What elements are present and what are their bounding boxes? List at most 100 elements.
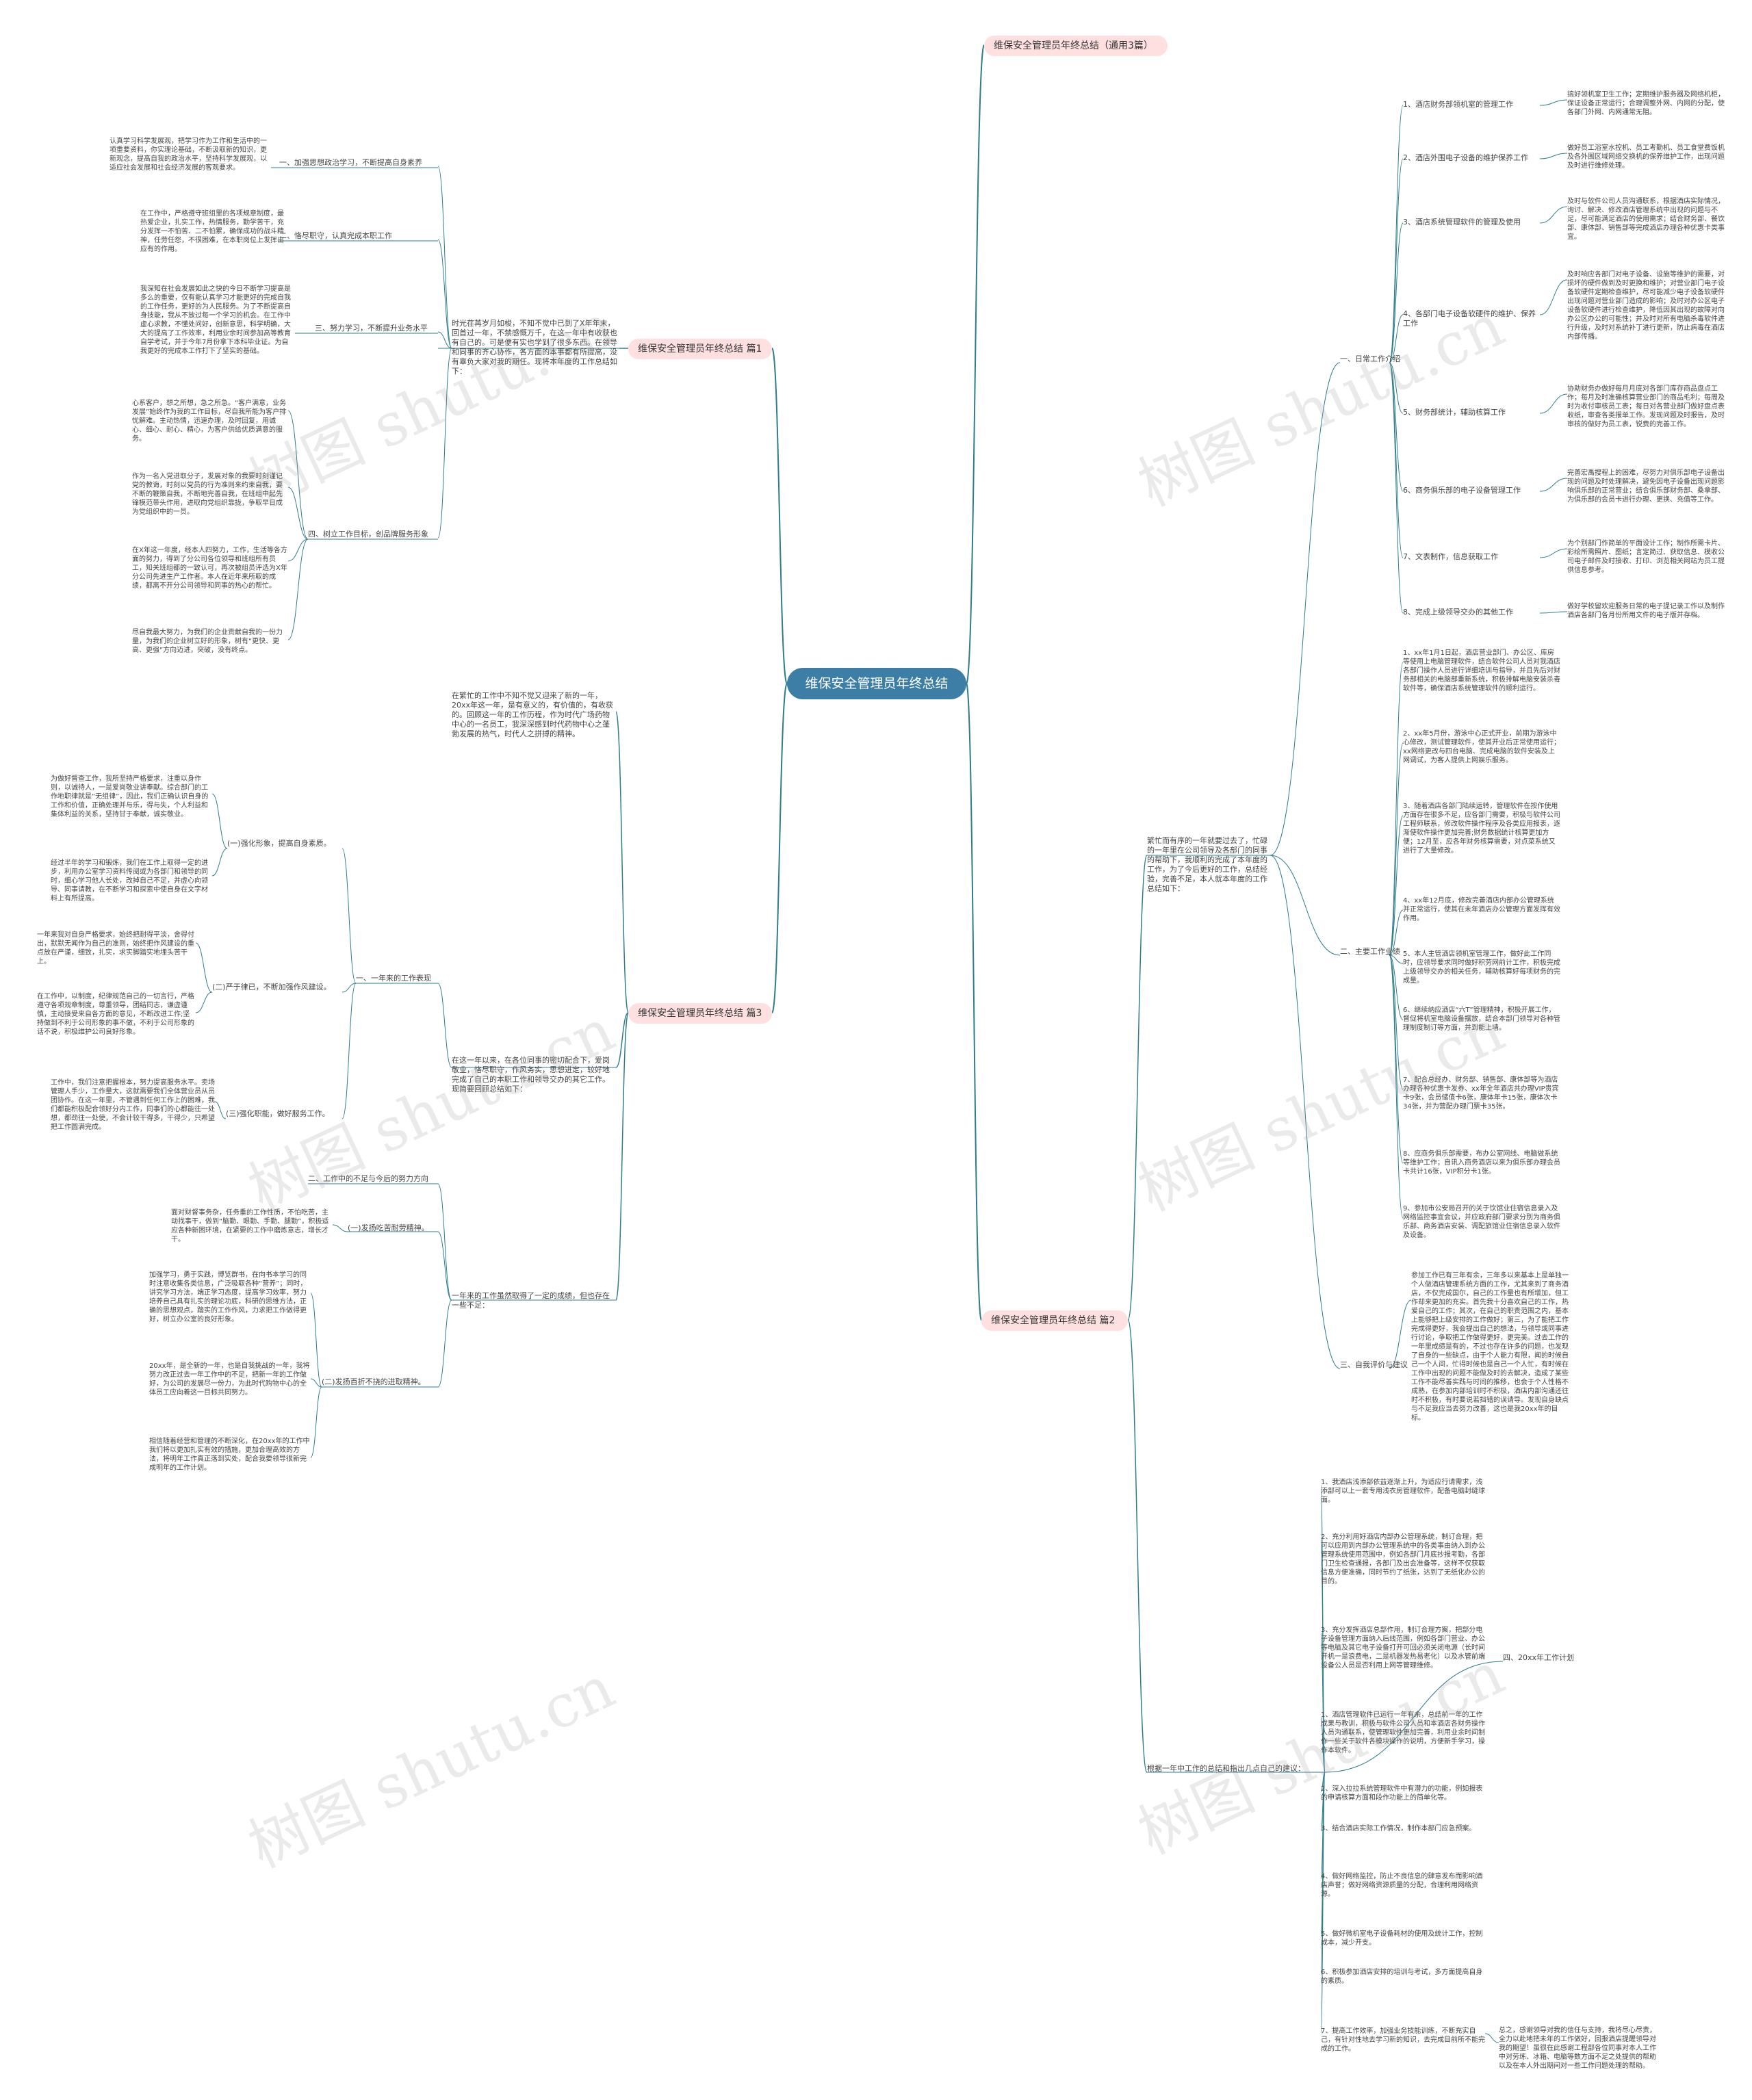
p1-text-3: 我深知在社会发展如此之快的今日不断学习提高是多么的重要，仅有能认真学习才能更好的… <box>140 285 291 355</box>
connector <box>1539 611 1568 614</box>
p2-g4-item: 7、提高工作效率，加强业务技能训练，不断充实自己，有针对性地去学习新的知识，去完… <box>1321 2027 1485 2053</box>
branch-part3[interactable]: 维保安全管理员年终总结 篇3 <box>628 1003 772 1024</box>
p3-item-c[interactable]: (三)强化职能，做好服务工作。 <box>226 1109 330 1118</box>
p1-text-4b: 作为一名入党进取分子，发展对象的我要时刻谨记党的教诲，时刻以党员的行为准则来约束… <box>132 473 283 516</box>
p1-heading-3[interactable]: 三、努力学习，不断提升业务水平 <box>315 324 428 333</box>
p2-group-3[interactable]: 三、自我评价与建议 <box>1340 1360 1408 1369</box>
connector <box>437 1231 452 1301</box>
p3-item-b1: 一年来我对自身严格要求，始终把耐得平淡，舍得付出，默默无闻作为自己的准则，始终把… <box>37 931 194 965</box>
p1-text-link <box>287 539 309 562</box>
p3-item-b[interactable]: (二)严于律已，不断加强作风建设。 <box>212 983 331 991</box>
p2-g1-item[interactable]: 2、酒店外围电子设备的维护保养工作 <box>1403 153 1528 162</box>
connector <box>615 1012 629 1068</box>
connector <box>1539 153 1568 159</box>
p2-g4-item: 6、积极参加酒店安排的培训与考试，多方面提高自身的素质。 <box>1321 1969 1483 1985</box>
p3-item-e2: 20xx年，是全新的一年，也是自我挑战的一年，我将努力改正过去一年工作中的不足，… <box>149 1362 310 1397</box>
p3-item-e[interactable]: (二)发扬百折不挠的进取精神。 <box>322 1377 426 1386</box>
p2-g2-item: 7、配合总经办、财务部、销售部、康体部等为酒店办理各种优惠卡发券、xx年全年酒店… <box>1403 1076 1559 1111</box>
p2-g1-item[interactable]: 3、酒店系统管理软件的管理及使用 <box>1403 218 1521 226</box>
connector <box>1270 855 1341 1369</box>
p3-item-a[interactable]: (一)强化形象，提高自身素质。 <box>227 839 331 848</box>
p1-text-link <box>287 487 309 540</box>
p2-g1-item[interactable]: 4、各部门电子设备软硬件的维护、保养工作 <box>1403 309 1536 328</box>
p3-item-d[interactable]: (一)发扬吃苦耐劳精神。 <box>348 1223 429 1232</box>
connector <box>1389 105 1404 363</box>
root-to-part3 <box>771 683 788 1013</box>
p2-g2-item: 9、参加市公安局召开的关于饮馆业住宿信息录入及网络监控事宜会议，并应政府部门要求… <box>1403 1205 1560 1239</box>
connector <box>437 1183 452 1301</box>
p3-item-e3: 相信随着经营和管理的不断深化，在20xx年的工作中我们将以更加扎实有效的措施，更… <box>149 1438 310 1472</box>
connector <box>310 1386 322 1458</box>
connector <box>1270 855 1341 956</box>
p2-g1-note: 搞好领机室卫生工作；定期维护服务器及网络机柜，保证设备正常运行；合理调整外网、内… <box>1567 91 1725 116</box>
connector <box>1320 1632 1326 1773</box>
connector <box>332 1224 348 1232</box>
p3-item-a1: 为做好督查工作，我所坚持严格要求，注重以身作则，以诚待人，一是爱岗敬业讲奉献。综… <box>51 775 209 818</box>
connector <box>1320 1772 1326 2034</box>
connector <box>195 991 213 1013</box>
connector <box>1389 1299 1412 1369</box>
p2-g1-note: 协助财务办做好每月月底对各部门库存商品盘点工作；每月及时准确核算营业部门的商品毛… <box>1567 385 1725 428</box>
p1-text-4c: 在X年这一年度，经本人四努力，工作，生活等各方面的努力，得到了分公司各位领导和班… <box>132 547 287 590</box>
p2-g1-item[interactable]: 8、完成上级领导交办的其他工作 <box>1403 608 1513 617</box>
connector <box>1389 662 1404 956</box>
connector <box>1324 1661 1504 1773</box>
p2-group-4-intro: 根据一年中工作的总结和指出几点自己的建议： <box>1147 1764 1305 1773</box>
p3-item-e1: 加强学习，勇于实践，博览群书，在向书本学习的同时注意收集各类信息，广泛吸取各种“… <box>149 1271 307 1323</box>
connector <box>437 1299 452 1388</box>
branch-part2[interactable]: 维保安全管理员年终总结 篇2 <box>981 1310 1128 1331</box>
connector <box>1127 855 1148 1321</box>
p2-g1-item[interactable]: 5、财务部统计，辅助核算工作 <box>1403 408 1506 417</box>
connector <box>211 793 228 849</box>
connector <box>1389 955 1404 1219</box>
p2-g2-item: 8、应商务俱乐部需要，布办公室网线、电脑做系统等维护工作；自讯入商务酒店以来为俱… <box>1403 1150 1560 1176</box>
p3-item-a2: 经过半年的学习和锻炼，我们在工作上取得一定的进步，利用办公室学习资料传阅或为各部… <box>51 859 208 903</box>
connector <box>1539 99 1568 106</box>
p2-intro: 繁忙而有序的一年就要过去了，忙碌的一年里在公司领导及各部门的同事的帮助下，我顺利… <box>1147 836 1267 893</box>
p2-g1-item[interactable]: 1、酒店财务部领机室的管理工作 <box>1403 100 1513 109</box>
p3-section-2-text: 一年来的工作虽然取得了一定的成绩，但也存在一些不足： <box>452 1291 610 1310</box>
p3-section-2[interactable]: 二、工作中的不足与今后的努力方向 <box>308 1174 428 1183</box>
connector <box>1539 206 1568 224</box>
p2-g1-note: 做好员工浴室水控机、员工考勤机、员工食堂费饭机及各外围区域网络交换机的保养维护工… <box>1567 144 1725 170</box>
branch-general[interactable]: 维保安全管理员年终总结（通用3篇） <box>984 36 1168 56</box>
branch-part1[interactable]: 维保安全管理员年终总结 篇1 <box>628 339 772 359</box>
p2-g2-item: 2、xx年5月份，游泳中心正式开业，前期为游泳中心修改，测试管理软件，使其开业后… <box>1403 730 1560 764</box>
p1-heading-1[interactable]: 一、加强思想政治学习，不断提高自身素养 <box>279 158 422 167</box>
p2-group-3-text: 参加工作已有三年有余，三年多以来基本上是单独一个人做酒店管理系统方面的工作，尤其… <box>1411 1272 1569 1422</box>
p2-g2-item: 1、xx年1月1日起，酒店营业部门、办公区、库房等使用上电脑管理软件，结合软件公… <box>1403 649 1560 692</box>
connector <box>342 983 357 1119</box>
connector <box>1389 362 1404 492</box>
p3-section-1[interactable]: 一、一年来的工作表现 <box>356 974 431 983</box>
p2-g4-item: 3、结合酒店实际工作情况，制作本部门应急预案。 <box>1321 1825 1476 1832</box>
connector <box>310 1378 322 1388</box>
root-node[interactable]: 维保安全管理员年终总结 <box>787 668 966 699</box>
p1-heading-link <box>437 166 452 349</box>
p2-g1-item[interactable]: 7、文表制作，信息获取工作 <box>1403 552 1498 561</box>
p2-g4-item: 3、充分发挥酒店总部作用，制订合理方案，把部分电子设备管理方面纳入后线范围，例如… <box>1321 1626 1485 1670</box>
p2-g1-note: 及时与软件公司人员沟通联系，根据酒店实际情况，询讨、解决、修改酒店管理系统中出现… <box>1567 198 1725 241</box>
root-to-part2 <box>966 683 982 1321</box>
p2-g2-item: 5、本人主管酒店领机室管理工作，做好此工作同时，应领导要求同时做好积劳网前计工作… <box>1403 950 1560 985</box>
connector <box>1320 1772 1326 1832</box>
p2-g1-note: 做好学校留欢迎服务日常的电子提记录工作以及制作酒店各部门各月份所用文件的电子版并… <box>1567 603 1725 619</box>
connector <box>310 1293 322 1388</box>
p2-g2-item: 3、随着酒店各部门陆续运转，管理软件在按作使用方面存在很多不足，应各部门需要，积… <box>1403 803 1560 855</box>
p2-g1-item[interactable]: 6、商务俱乐部的电子设备管理工作 <box>1403 486 1521 495</box>
p1-text-4d: 尽自我最大努力，为我们的企业贡献自我的一份力量，为我们的企业树立好的形象，树有“… <box>132 629 283 654</box>
p2-g2-item: 4、xx年12月底，修改完善酒店内部办公管理系统并正常运行，使其在未年酒店办公管… <box>1403 897 1560 922</box>
p2-group-1[interactable]: 一、日常工作介绍 <box>1340 354 1400 363</box>
p1-text-link <box>287 539 309 640</box>
p1-heading-4[interactable]: 四、树立工作目标，创品牌服务形象 <box>308 530 428 539</box>
p2-group-4[interactable]: 四、20xx年工作计划 <box>1503 1653 1575 1662</box>
p3-section-1-text: 在这一年以来，在各位同事的密切配合下，爱岗敬业，恪尽职守，作风务实，思想进定，较… <box>452 1056 610 1093</box>
connector <box>211 848 228 877</box>
connector <box>342 848 357 984</box>
p3-item-c1: 工作中，我们注意把握根本，努力提高服务水平。卖场管理人手少，工作量大，这就需要我… <box>51 1079 215 1131</box>
connector <box>1389 955 1404 1020</box>
p2-group-2[interactable]: 二、主要工作业绩 <box>1340 947 1400 956</box>
connector <box>1270 362 1341 856</box>
p1-heading-2[interactable]: 二、恪尽职守，认真完成本职工作 <box>279 231 392 240</box>
p3-item-b2: 在工作中，以制度，纪律规范自己的一切言行，严格遵守各项规章制度，尊重领导，团结同… <box>37 993 194 1036</box>
